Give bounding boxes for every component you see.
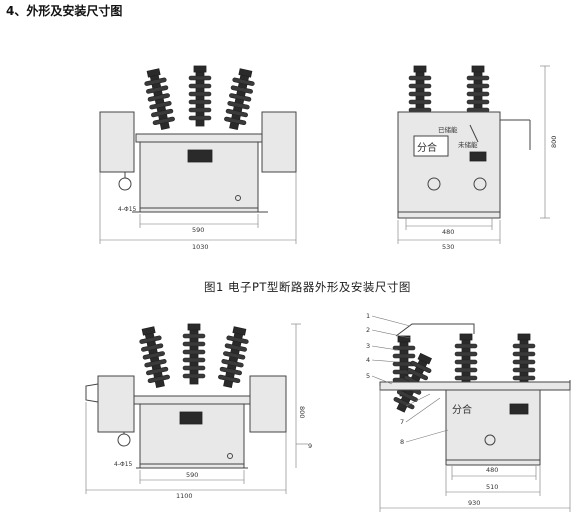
dim-9: 9 bbox=[308, 442, 312, 450]
open-close-text: 分合 bbox=[417, 141, 437, 154]
figure-2-side-view: 分合 已储能 未储能 800 480 530 bbox=[397, 65, 558, 251]
callout-1: 1 bbox=[366, 312, 370, 320]
callout-8: 8 bbox=[400, 438, 404, 446]
callout-5: 5 bbox=[366, 372, 370, 380]
side-enclosure bbox=[397, 111, 501, 213]
callout-6: 6 bbox=[400, 402, 404, 410]
mount-hole-label: 4-Φ15 bbox=[114, 461, 133, 468]
dim-590: 590 bbox=[186, 471, 198, 479]
right-cabinet bbox=[261, 111, 297, 173]
figure-4-side-view: 分合 1 2 3 4 5 6 7 8 480 510 bbox=[366, 312, 571, 512]
nameplate bbox=[187, 149, 213, 163]
callout-4: 4 bbox=[366, 356, 370, 364]
left-cabinet bbox=[97, 375, 135, 433]
figure-1-front-view: 4-Φ15 590 1030 bbox=[99, 65, 297, 251]
callout-list: 1 2 3 4 5 6 7 8 bbox=[366, 312, 404, 446]
callout-7: 7 bbox=[400, 418, 404, 426]
dim-480: 480 bbox=[486, 466, 498, 474]
nameplate bbox=[179, 411, 203, 425]
dim-480: 480 bbox=[442, 228, 454, 236]
right-cabinet bbox=[249, 375, 287, 433]
dim-800: 800 bbox=[550, 136, 558, 148]
mount-hole-label: 4-Φ15 bbox=[118, 206, 137, 213]
callout-2: 2 bbox=[366, 326, 370, 334]
dim-510: 510 bbox=[486, 483, 498, 491]
dim-800: 800 bbox=[298, 406, 306, 418]
dim-530: 530 bbox=[442, 243, 454, 251]
figure-3-front-view: 4-Φ15 590 1100 800 9 bbox=[85, 323, 312, 500]
figure-caption: 图1 电子PT型断路器外形及安装尺寸图 bbox=[204, 280, 411, 294]
dim-930: 930 bbox=[468, 499, 480, 507]
side-enclosure bbox=[445, 389, 541, 461]
uncharged-label: 未储能 bbox=[458, 140, 478, 149]
charged-label: 已储能 bbox=[438, 125, 458, 134]
dim-590: 590 bbox=[192, 226, 204, 234]
ct-circle bbox=[118, 177, 132, 191]
callout-3: 3 bbox=[366, 342, 370, 350]
section-heading: 4、外形及安装尺寸图 bbox=[6, 4, 123, 18]
left-cabinet bbox=[99, 111, 135, 173]
dim-1030: 1030 bbox=[192, 243, 209, 251]
dim-1100: 1100 bbox=[176, 492, 193, 500]
open-close-indicator bbox=[413, 135, 449, 157]
open-close-text: 分合 bbox=[452, 403, 472, 416]
